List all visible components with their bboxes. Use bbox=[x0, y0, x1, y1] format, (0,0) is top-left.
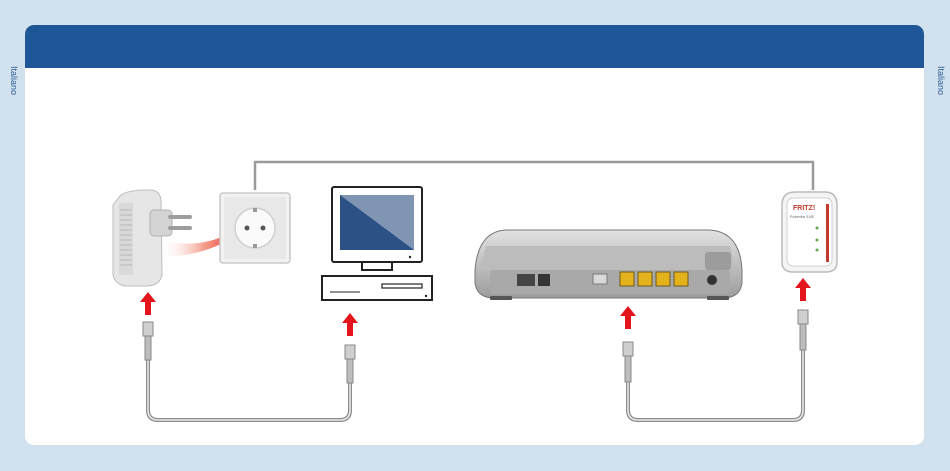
up-arrow-icon bbox=[795, 278, 811, 301]
adapter-model-text: Powerline 510E bbox=[790, 215, 815, 219]
router-icon bbox=[475, 230, 742, 300]
network-cable-icon bbox=[798, 310, 808, 350]
computer-icon bbox=[322, 187, 432, 300]
adapter-brand-text: FRITZ! bbox=[793, 205, 815, 212]
powerline-adapter-icon: FRITZ! Powerline 510E bbox=[782, 192, 837, 272]
up-arrow-icon bbox=[342, 313, 358, 336]
up-arrow-icon bbox=[620, 306, 636, 329]
network-cable-left bbox=[148, 358, 350, 420]
network-cable-icon bbox=[623, 342, 633, 382]
up-arrow-icon bbox=[140, 292, 156, 315]
powerline-plug-icon bbox=[113, 190, 192, 286]
network-cable-icon bbox=[345, 345, 355, 383]
network-cable-icon bbox=[143, 322, 153, 360]
connection-line-top bbox=[255, 162, 813, 190]
network-cable-right bbox=[628, 348, 803, 420]
wall-socket-icon bbox=[220, 193, 290, 263]
